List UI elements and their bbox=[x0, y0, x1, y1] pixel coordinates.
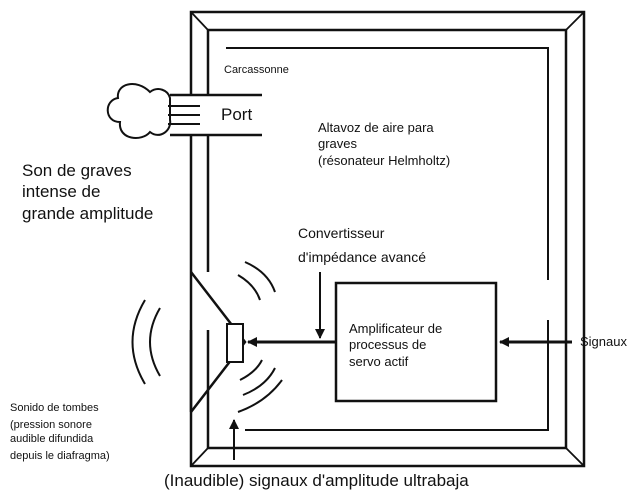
port-label: Port bbox=[221, 105, 253, 124]
voice-coil bbox=[226, 323, 244, 363]
drum-sound-label-line: Sonido de tombes bbox=[10, 402, 99, 414]
converter-label: Convertisseur d'impédance avancé bbox=[298, 225, 426, 266]
drum-sound-label: Sonido de tombes (pression sonore audibl… bbox=[10, 402, 110, 464]
cabinet-label: Carcassonne bbox=[224, 64, 289, 76]
diffused-wave-arc bbox=[237, 274, 261, 301]
cone-outline bbox=[190, 271, 247, 413]
signal-label: Signaux bbox=[580, 334, 627, 349]
bass-sound-label: Son de graves intense de grande amplitud… bbox=[22, 160, 153, 224]
sound-wave-arc bbox=[149, 307, 161, 377]
enclosure-label-line: Altavoz de aire para bbox=[318, 120, 434, 135]
diffused-wave-arc bbox=[244, 261, 276, 293]
amplifier-label-line: servo actif bbox=[349, 353, 409, 369]
converter-label-line: Convertisseur bbox=[298, 225, 385, 241]
cabinet-bevel-lines bbox=[190, 11, 585, 467]
bass-sound-label-line: Son de graves bbox=[22, 161, 132, 180]
sound-wave-arc bbox=[131, 299, 146, 385]
top-inner-line bbox=[226, 47, 549, 280]
airflow-lines bbox=[168, 105, 200, 125]
amplifier-label: Amplificateur de processus de servo acti… bbox=[349, 321, 442, 370]
inaudible-signal-label: (Inaudible) signaux d'amplitude ultrabaj… bbox=[164, 471, 469, 490]
bass-sound-label-line: intense de bbox=[22, 182, 101, 202]
drum-sound-label-line: depuis le diafragma) bbox=[10, 450, 110, 463]
diffused-wave-arc bbox=[239, 359, 263, 381]
drum-sound-label-line: (pression sonore bbox=[10, 418, 92, 431]
drum-sound-label-line: audible difundida bbox=[10, 432, 94, 445]
bass-sound-label-line: grande amplitude bbox=[22, 203, 154, 223]
amplifier-label-line: processus de bbox=[349, 337, 427, 353]
enclosure-label-line: graves bbox=[318, 136, 358, 152]
cabinet-outer-wall bbox=[189, 10, 586, 468]
bottom-inner-line bbox=[245, 320, 549, 431]
inner-baffle-lines bbox=[226, 47, 549, 431]
amplifier-label-line: Amplificateur de bbox=[349, 321, 443, 336]
sound-waves-front bbox=[131, 299, 161, 385]
arrows bbox=[229, 272, 572, 460]
speaker-cone bbox=[189, 271, 247, 413]
amplifier-box bbox=[334, 281, 498, 403]
air-puff-icon bbox=[106, 83, 172, 139]
port-tube bbox=[170, 93, 262, 137]
enclosure-label-line: (résonateur Helmholtz) bbox=[318, 152, 451, 168]
diffused-wave-arc bbox=[237, 379, 283, 413]
converter-label-line: d'impédance avancé bbox=[298, 248, 426, 265]
diffused-wave-arc bbox=[242, 367, 276, 396]
port-wall-segment bbox=[189, 135, 210, 272]
cabinet-inner-wall bbox=[206, 28, 568, 450]
enclosure-label: Altavoz de aire para graves (résonateur … bbox=[318, 120, 450, 169]
cabinet-walls bbox=[189, 10, 586, 468]
diffused-waves bbox=[237, 261, 283, 413]
